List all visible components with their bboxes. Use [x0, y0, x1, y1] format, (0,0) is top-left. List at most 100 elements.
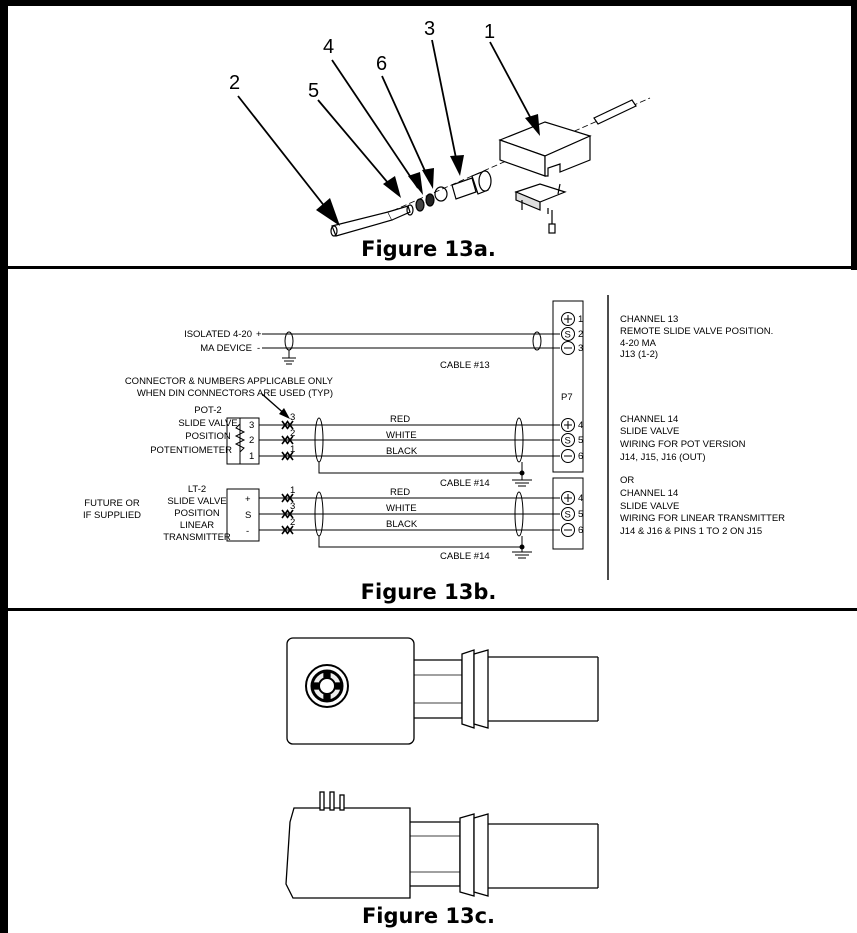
rod-part: [330, 205, 411, 237]
connector-note-line1: CONNECTOR & NUMBERS APPLICABLE ONLY: [125, 376, 334, 387]
ch13-line2: REMOTE SLIDE VALVE POSITION.: [620, 326, 773, 337]
border-left: [0, 0, 8, 933]
lt-label-1: LT-2: [188, 484, 206, 495]
oring-4: [415, 198, 425, 212]
lt-future-1: FUTURE OR: [84, 498, 140, 509]
border-right: [851, 0, 857, 270]
term-5-lt: 5: [578, 509, 583, 520]
ch14-lt-line4: J14 & J16 & PINS 1 TO 2 ON J15: [620, 526, 762, 537]
pot-pin-2: 2: [249, 435, 254, 446]
term-5-pot: 5: [578, 435, 583, 446]
ch14-lt-line3: WIRING FOR LINEAR TRANSMITTER: [620, 513, 785, 524]
pot-conn-1: 1: [290, 444, 295, 455]
ch14-pot-line1: CHANNEL 14: [620, 414, 678, 425]
wire-red-lt: RED: [390, 487, 410, 498]
ch13-line3: 4-20 MA: [620, 338, 657, 349]
divider-1: [0, 266, 857, 269]
isolated-device-line2: MA DEVICE: [200, 343, 252, 354]
isolated-plus: +: [256, 329, 262, 340]
connector-top-view: [286, 637, 599, 745]
pot-pin-1: 1: [249, 451, 254, 462]
terminal-s-glyphs: S S S: [565, 330, 571, 521]
pot-pin-3: 3: [249, 420, 254, 431]
svg-text:S: S: [565, 510, 571, 521]
figure-13a-drawing: [237, 39, 651, 237]
lt-future-2: IF SUPPLIED: [83, 510, 141, 521]
svg-text:S: S: [565, 330, 571, 341]
ch14-pot-line4: J14, J15, J16 (OUT): [620, 452, 706, 463]
callout-6: 6: [376, 53, 387, 75]
pot-label-3: POSITION: [185, 431, 231, 442]
shield-lt-right: [514, 491, 524, 537]
connector-note-line2: WHEN DIN CONNECTORS ARE USED (TYP): [137, 388, 333, 399]
ch14-pot-line3: WIRING FOR POT VERSION: [620, 439, 746, 450]
wire-white-lt: WHITE: [386, 503, 417, 514]
divider-2: [0, 608, 857, 611]
callout-leaders: [237, 39, 537, 218]
or-label: OR: [620, 475, 634, 486]
figure-13b-wiring: [226, 295, 609, 580]
ch14-lt-line1: CHANNEL 14: [620, 488, 678, 499]
connector-side-view: [285, 791, 599, 899]
wire-black-pot: BLACK: [386, 446, 418, 457]
callout-5: 5: [308, 80, 319, 102]
figure-13b-caption: Figure 13b.: [360, 580, 497, 604]
callout-arrowheads: [316, 114, 540, 226]
wire-black-lt: BLACK: [386, 519, 418, 530]
wire-red-pot: RED: [390, 414, 410, 425]
term-6-pot: 6: [578, 451, 583, 462]
potentiometer-symbol: [234, 423, 246, 453]
spring-4: [425, 193, 435, 207]
lt-conn-2: 2: [290, 517, 295, 528]
shield-ch13-right: [532, 331, 542, 351]
ch13-line4: J13 (1-2): [620, 349, 658, 360]
callout-1: 1: [484, 21, 495, 43]
lt-label-4: LINEAR: [180, 520, 214, 531]
din-connector-marks: [281, 420, 294, 535]
ring-6: [434, 186, 448, 202]
lt-label-3: POSITION: [174, 508, 220, 519]
pot-label-1: POT-2: [194, 405, 221, 416]
svg-text:S: S: [565, 436, 571, 447]
ch14-lt-line2: SLIDE VALVE: [620, 501, 679, 512]
connector-part: [514, 183, 567, 234]
tube-part: [451, 177, 477, 200]
pot-label-2: SLIDE VALVE: [178, 418, 237, 429]
cable-13-label: CABLE #13: [440, 360, 490, 371]
terminal-symbols: [561, 312, 575, 537]
cable-14-lt-label: CABLE #14: [440, 551, 490, 562]
term-6-lt: 6: [578, 525, 583, 536]
isolated-device-line1: ISOLATED 4-20: [184, 329, 252, 340]
figure-13a-caption: Figure 13a.: [361, 237, 496, 261]
callout-3: 3: [424, 18, 435, 40]
term-4-lt: 4: [578, 493, 583, 504]
figure-13c-caption: Figure 13c.: [361, 904, 496, 928]
shield-pot-right: [514, 417, 524, 463]
screw-part: [593, 99, 637, 125]
term-2: 2: [578, 329, 583, 340]
lt-conn-3: 3: [290, 501, 295, 512]
cable-14-pot-label: CABLE #14: [440, 478, 490, 489]
wire-white-pot: WHITE: [386, 430, 417, 441]
lt-block: [226, 488, 260, 542]
callout-4: 4: [323, 36, 334, 58]
shield-ch13-left: [284, 331, 294, 351]
term-4-pot: 4: [578, 420, 583, 431]
lt-pin-minus: -: [246, 526, 249, 537]
ch13-line1: CHANNEL 13: [620, 314, 678, 325]
fitting-part: [471, 170, 492, 195]
p7-label: P7: [561, 392, 573, 403]
lt-pin-plus: +: [245, 494, 251, 505]
term-1: 1: [578, 314, 583, 325]
housing-block: [498, 121, 592, 177]
term-3: 3: [578, 343, 583, 354]
lt-conn-1: 1: [290, 485, 295, 496]
ch14-pot-line2: SLIDE VALVE: [620, 426, 679, 437]
callout-2: 2: [229, 72, 240, 94]
border-top: [0, 0, 857, 6]
pot-label-4: POTENTIOMETER: [150, 445, 232, 456]
figure-13c-drawing: [285, 637, 599, 899]
lt-label-2: SLIDE VALVE: [167, 496, 226, 507]
